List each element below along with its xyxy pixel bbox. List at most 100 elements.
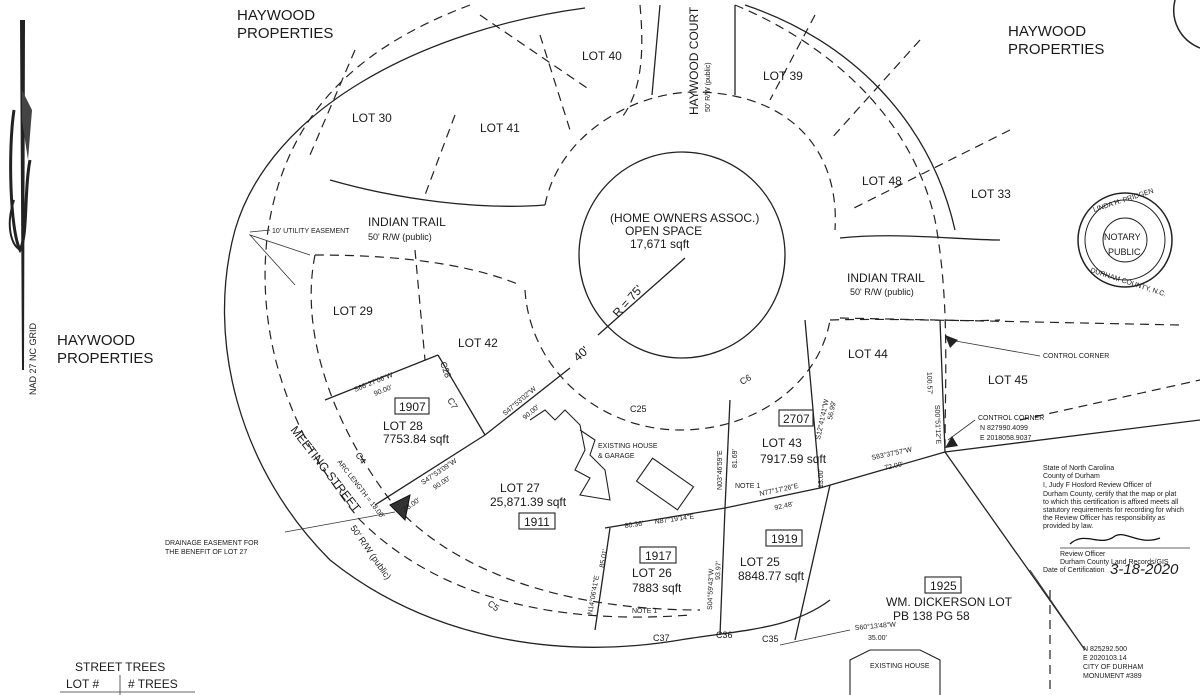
bearing-10: S04°59'43"W bbox=[706, 568, 715, 610]
north-arrow-grid-label: NAD 27 NC GRID bbox=[28, 322, 38, 395]
street-rw-indian-trail-left: 50' R/W (public) bbox=[368, 232, 432, 242]
note-1-lot-26: NOTE 1 bbox=[632, 608, 657, 615]
lot-27-area: 25,871.39 sqft bbox=[490, 495, 567, 509]
lot-27-address-box bbox=[518, 512, 556, 530]
lot-25-address-box bbox=[765, 529, 803, 547]
open-space-hoa: (HOME OWNERS ASSOC.) bbox=[610, 211, 759, 225]
certification-line-3: I, Judy F Hosford Review Officer of bbox=[1043, 482, 1151, 489]
lot-45-label: LOT 45 bbox=[988, 373, 1028, 387]
lot-27-label: LOT 27 bbox=[500, 481, 540, 495]
lot-lines bbox=[309, 14, 1200, 695]
certification-date-label: Date of Certification bbox=[1043, 567, 1105, 574]
lot-27-address: 1911 bbox=[524, 515, 550, 529]
distance-12: 35.00' bbox=[868, 635, 887, 642]
monument-city: CITY OF DURHAM bbox=[1083, 664, 1143, 671]
distance-1: 90.00' bbox=[373, 384, 393, 398]
street-rw-indian-trail-right: 50' R/W (public) bbox=[850, 287, 914, 297]
lot-26-address: 1917 bbox=[645, 549, 672, 563]
certification-officer-title: Review Officer bbox=[1060, 551, 1106, 558]
lot-29-label: LOT 29 bbox=[333, 304, 373, 318]
curve-c7: C7 bbox=[445, 396, 459, 411]
review-officer-certification: State of North Carolina County of Durham… bbox=[1043, 465, 1190, 578]
lot-43-label: LOT 43 bbox=[762, 436, 802, 450]
curve-c6: C6 bbox=[738, 372, 753, 386]
notary-seal-name: LINDA H. PRIDGEN bbox=[1092, 188, 1154, 214]
street-trees-col-trees: # TREES bbox=[128, 677, 178, 691]
lot-28-area: 7753.84 sqft bbox=[383, 432, 450, 446]
certification-officer-office: Durham County Land Records/GIS bbox=[1060, 559, 1169, 566]
bearing-7: S83°37'57"W bbox=[871, 445, 913, 461]
lot-25-label: LOT 25 bbox=[740, 555, 780, 569]
curve-c28: C28 bbox=[438, 360, 453, 379]
certification-line-6: statutory requirements for recording for… bbox=[1043, 507, 1184, 514]
street-trees-table: STREET TREES LOT # # TREES bbox=[60, 660, 195, 695]
street-label-haywood-court: HAYWOOD COURT bbox=[687, 6, 701, 115]
control-corner-2-east: E 2018058.9037 bbox=[980, 435, 1031, 442]
street-trees-col-lot: LOT # bbox=[66, 677, 99, 691]
distance-7: 72.00' bbox=[884, 461, 904, 472]
certification-line-7: the Review Officer has responsibility as bbox=[1043, 515, 1166, 522]
lot-48-label: LOT 48 bbox=[862, 174, 902, 188]
utility-easement-label: 10' UTILITY EASEMENT bbox=[272, 228, 350, 235]
bearing-6: N77°17'26"E bbox=[759, 482, 800, 498]
drainage-easement-hatch bbox=[389, 494, 411, 522]
control-corner-2-label: CONTROL CORNER bbox=[978, 415, 1044, 422]
leader-lines bbox=[249, 229, 1086, 651]
street-label-meeting-street: MEETING STREET bbox=[288, 423, 364, 515]
bearing-5: N87°19'14"E bbox=[654, 512, 695, 525]
dickerson-address-box bbox=[924, 576, 962, 594]
lot-25-address: 1919 bbox=[771, 532, 798, 546]
distance-6: 92.48' bbox=[774, 501, 794, 512]
lot-42-label: LOT 42 bbox=[458, 336, 498, 350]
lot-40-label: LOT 40 bbox=[582, 49, 622, 63]
distance-8: 56.99' bbox=[827, 401, 838, 421]
north-arrow: NAD 27 NC GRID bbox=[8, 20, 38, 395]
distance-5: 80.36' bbox=[624, 520, 644, 530]
neighbor-label-left-2: PROPERTIES bbox=[57, 350, 153, 367]
existing-house-south-outline bbox=[849, 649, 941, 695]
dickerson-lot-label: WM. DICKERSON LOT bbox=[886, 595, 1013, 609]
review-officer-signature bbox=[1069, 534, 1161, 545]
certification-date-value: 3-18-2020 bbox=[1110, 561, 1179, 578]
lot-26-address-box bbox=[639, 546, 677, 564]
distance-9: 85.01' bbox=[599, 549, 609, 569]
curve-c5: C5 bbox=[486, 598, 501, 613]
notary-seal-county: DURHAM COUNTY, N.C. bbox=[1089, 267, 1167, 298]
lot-43-area: 7917.59 sqft bbox=[760, 452, 827, 466]
bearing-4: N03°46'59"E bbox=[716, 450, 724, 490]
road-right-of-way-lines bbox=[223, 4, 1001, 648]
lot-43-address: 2707 bbox=[783, 412, 810, 426]
neighbor-label-top-right-2: PROPERTIES bbox=[1008, 41, 1104, 58]
curve-c35: C35 bbox=[762, 634, 779, 644]
existing-house-garage-1: EXISTING HOUSE bbox=[598, 443, 658, 450]
open-space-title: OPEN SPACE bbox=[625, 224, 702, 238]
note-1-lot-43: NOTE 1 bbox=[735, 483, 760, 490]
dickerson-plat-ref: PB 138 PG 58 bbox=[893, 609, 970, 623]
certification-line-8: provided by law. bbox=[1043, 523, 1093, 530]
bearing-11: S00°51'12"E bbox=[933, 405, 942, 445]
neighbor-label-left-1: HAYWOOD bbox=[57, 332, 135, 349]
curve-c25: C25 bbox=[630, 404, 647, 414]
open-space-radius: R = 75' bbox=[610, 282, 646, 320]
certification-line-5: to which this certification is affixed m… bbox=[1043, 499, 1179, 506]
monument-north: N 825292.500 bbox=[1083, 646, 1127, 653]
lot-43-address-box bbox=[778, 409, 814, 427]
street-rw-haywood-court: 50' R/W (public) bbox=[705, 62, 712, 112]
street-trees-title: STREET TREES bbox=[75, 660, 165, 674]
utility-easement-outline bbox=[248, 234, 311, 286]
lot-26-area: 7883 sqft bbox=[632, 581, 682, 595]
open-space-offset: 40' bbox=[571, 343, 592, 364]
monument-number: MONUMENT #389 bbox=[1083, 673, 1142, 680]
neighbor-label-top-left-1: HAYWOOD bbox=[237, 7, 315, 24]
notary-seal: LINDA H. PRIDGEN NOTARY PUBLIC DURHAM CO… bbox=[1077, 188, 1173, 298]
lot-41-label: LOT 41 bbox=[480, 121, 520, 135]
lot-44-label: LOT 44 bbox=[848, 347, 888, 361]
distance-4: 81.69' bbox=[732, 449, 739, 468]
lot-39-label: LOT 39 bbox=[763, 69, 803, 83]
drainage-easement-label-2: THE BENEFIT OF LOT 27 bbox=[165, 549, 247, 556]
lot-28-label: LOT 28 bbox=[383, 419, 423, 433]
street-rw-meeting-street: 50' R/W (public) bbox=[348, 523, 393, 581]
control-corner-2-north: N 827990.4099 bbox=[980, 425, 1028, 432]
neighbor-label-top-left-2: PROPERTIES bbox=[237, 25, 333, 42]
